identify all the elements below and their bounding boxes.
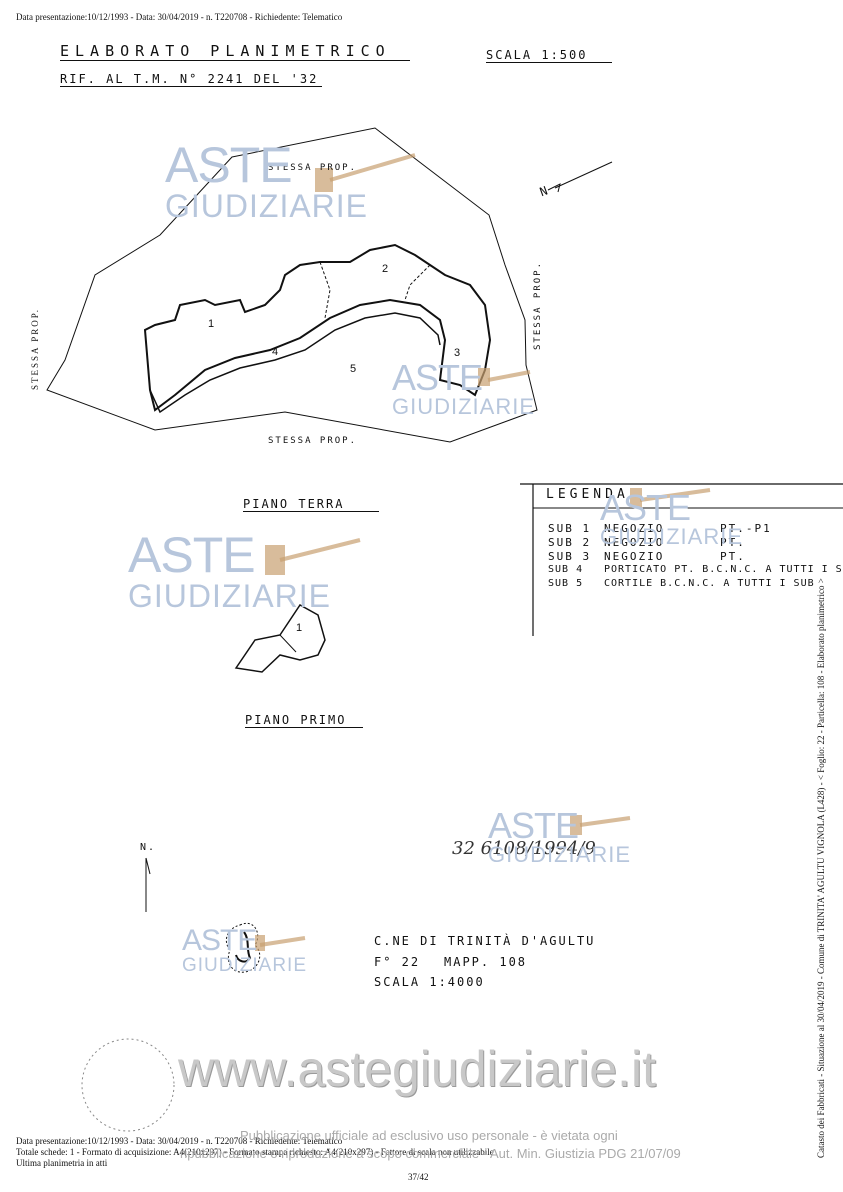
legend-title: LEGENDA: [546, 487, 629, 502]
legend-table: SUB 1 NEGOZIO PT.-P1 SUB 2 NEGOZIO PT. S…: [548, 522, 843, 592]
label-stessa-prop-top: STESSA PROP.: [268, 163, 358, 173]
sub-number-1: 1: [208, 318, 215, 330]
watermark-aste-2: ASTE GIUDIZIARIE: [392, 360, 535, 418]
document-title: ELABORATO PLANIMETRICO: [60, 42, 410, 61]
location-comune: C.NE DI TRINITÀ D'AGULTU: [374, 934, 596, 948]
legend-desc: PORTICATO PT. B.C.N.C. A TUTTI I SUB: [604, 564, 843, 575]
publication-notice-2: ripubblicazione o riproduzione a scopo c…: [180, 1146, 681, 1161]
scale-label: SCALA 1:500: [486, 48, 612, 63]
location-scala: SCALA 1:4000: [374, 975, 485, 989]
footer-line-1: Data presentazione:10/12/1993 - Data: 30…: [16, 1136, 343, 1146]
watermark-giudiziarie-text: GIUDIZIARIE: [165, 188, 369, 224]
first-floor-sub-number: 1: [296, 622, 303, 634]
legend-desc: CORTILE B.C.N.C. A TUTTI I SUB: [604, 578, 815, 589]
legend-desc: NEGOZIO: [604, 522, 665, 535]
floor-label-first: PIANO PRIMO: [245, 713, 363, 728]
watermark-aste-4: ASTE GIUDIZIARIE: [600, 490, 743, 548]
watermark-aste-6: ASTE GIUDIZIARIE: [182, 924, 308, 976]
location-mappale: MAPP. 108: [444, 955, 528, 969]
legend-sub: SUB 5: [548, 578, 584, 589]
legend-row: SUB 2 NEGOZIO PT.: [548, 536, 843, 550]
watermark-aste-text: ASTE: [392, 357, 483, 398]
sub-number-5: 5: [350, 363, 357, 375]
location-foglio: F° 22: [374, 955, 421, 969]
watermark-giudiziarie-text: GIUDIZIARIE: [600, 524, 744, 549]
legend-sub: SUB 4: [548, 564, 584, 575]
legend-desc: NEGOZIO: [604, 536, 665, 549]
watermark-aste-text: ASTE: [488, 805, 579, 846]
label-stessa-prop-left: STESSA PROP.: [30, 307, 40, 390]
sub-number-2: 2: [382, 263, 389, 275]
sub-number-3: 3: [454, 347, 461, 359]
watermark-giudiziarie-text: GIUDIZIARIE: [488, 842, 632, 867]
legend-row: SUB 4 PORTICATO PT. B.C.N.C. A TUTTI I S…: [548, 564, 843, 578]
page-number: 37/42: [408, 1172, 429, 1182]
watermark-giudiziarie-text: GIUDIZIARIE: [392, 394, 536, 419]
legend-desc: NEGOZIO: [604, 550, 665, 563]
sub-number-4: 4: [272, 346, 279, 358]
watermark-aste-text: ASTE: [128, 527, 256, 583]
legend-sub: SUB 3: [548, 550, 592, 563]
legend-sub: SUB 2: [548, 536, 592, 549]
footer-line-3: Ultima planimetria in atti: [16, 1158, 108, 1168]
label-stessa-prop-right: STESSA PROP.: [533, 260, 543, 350]
floor-label-ground: PIANO TERRA: [243, 497, 379, 512]
publication-notice-1: Pubblicazione ufficiale ad esclusivo uso…: [240, 1128, 618, 1143]
footer-line-2: Totale schede: 1 - Formato di acquisizio…: [16, 1147, 494, 1157]
legend-row: SUB 1 NEGOZIO PT.-P1: [548, 522, 843, 536]
label-stessa-prop-bottom: STESSA PROP.: [268, 436, 358, 446]
legend-row: SUB 5 CORTILE B.C.N.C. A TUTTI I SUB: [548, 578, 843, 592]
legend-sub: SUB 1: [548, 522, 592, 535]
location-north-mark: N.: [140, 842, 157, 853]
watermark-site-url: www.astegiudiziarie.it: [178, 1041, 656, 1097]
side-cadastre-text: Catasto dei Fabbricati - Situazione al 3…: [816, 578, 826, 1158]
reference-label: RIF. AL T.M. N° 2241 DEL '32: [60, 72, 322, 87]
watermark-giudiziarie-text: GIUDIZIARIE: [182, 955, 308, 976]
watermark-aste-3: ASTE GIUDIZIARIE: [128, 530, 331, 612]
watermark-giudiziarie-text: GIUDIZIARIE: [128, 578, 332, 614]
legend-floor: PT.: [720, 536, 746, 549]
header-line: Data presentazione:10/12/1993 - Data: 30…: [16, 12, 343, 22]
legend-floor: PT.: [720, 550, 746, 563]
legend-floor: PT.-P1: [720, 522, 772, 535]
legend-row: SUB 3 NEGOZIO PT.: [548, 550, 843, 564]
handwritten-code: 32 6108/1994/9: [452, 838, 596, 859]
watermark-aste-text: ASTE: [182, 924, 257, 957]
watermark-aste-text: ASTE: [165, 137, 293, 193]
watermark-aste-text: ASTE: [600, 487, 691, 528]
watermark-aste-1: ASTE GIUDIZIARIE: [165, 140, 368, 222]
watermark-aste-5: ASTE GIUDIZIARIE: [488, 808, 631, 866]
